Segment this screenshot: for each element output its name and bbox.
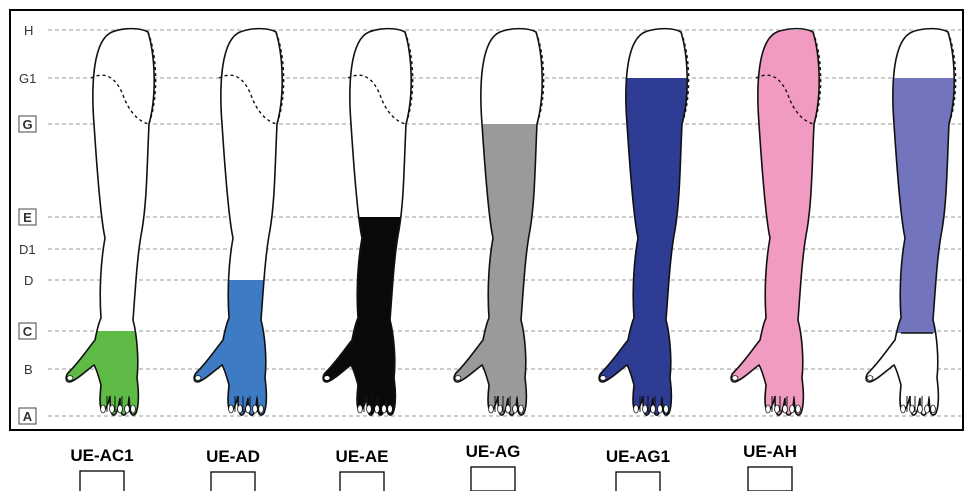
svg-text:A: A [23, 409, 33, 424]
garment-code-label: UE-AE [336, 447, 389, 466]
level-label-g: G [19, 116, 36, 132]
garment-code-label: UE-AH [743, 442, 797, 461]
garment-code-label: UE-AG1 [606, 447, 670, 466]
code-ue-ah: UE-AH [743, 442, 797, 461]
code-ue-ag: UE-AG [466, 442, 521, 461]
garment-code-label: UE-AC1 [70, 446, 133, 465]
level-label-d: D [24, 273, 33, 288]
level-label-a: A [19, 408, 36, 424]
selection-checkbox[interactable] [616, 472, 660, 491]
level-label-d1: D1 [19, 242, 36, 257]
selection-checkbox[interactable] [211, 472, 255, 491]
level-label-c: C [19, 323, 36, 339]
code-ue-ac1: UE-AC1 [70, 446, 133, 465]
selection-checkbox[interactable] [340, 472, 384, 491]
svg-text:G: G [22, 117, 32, 132]
garment-code-label: UE-AG [466, 442, 521, 461]
svg-text:C: C [23, 324, 33, 339]
selection-checkbox[interactable] [471, 467, 515, 491]
level-label-b: B [24, 362, 33, 377]
code-ue-ae: UE-AE [336, 447, 389, 466]
code-ue-ag1: UE-AG1 [606, 447, 670, 466]
level-label-e: E [19, 209, 36, 225]
garment-code-label: UE-AD [206, 447, 260, 466]
selection-checkbox[interactable] [80, 471, 124, 491]
level-label-g1: G1 [19, 71, 36, 86]
svg-text:E: E [23, 210, 32, 225]
level-label-h: H [24, 23, 33, 38]
code-ue-ad: UE-AD [206, 447, 260, 466]
garment-codes: UE-AC1 UE-AD UE-AE UE-AG UE-AG1 UE-AH [70, 442, 797, 491]
selection-checkbox[interactable] [748, 467, 792, 491]
